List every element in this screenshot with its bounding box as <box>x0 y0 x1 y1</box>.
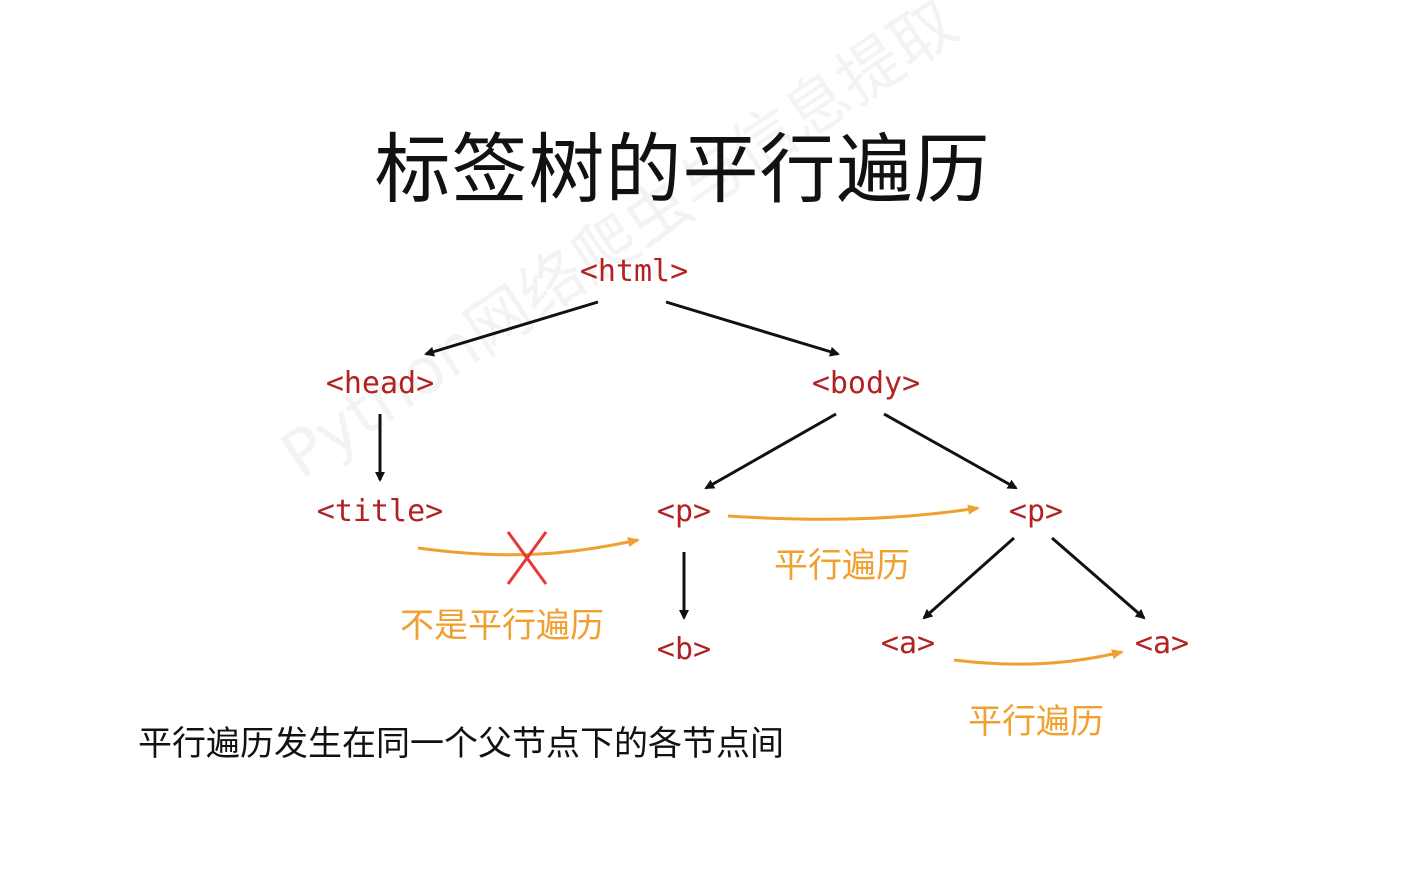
traversal-arrow-p <box>727 504 980 521</box>
caption: 平行遍历发生在同一个父节点下的各节点间 <box>138 724 784 764</box>
traversal-arrow-invalid <box>417 537 640 557</box>
traversal-arrow-a <box>953 649 1124 666</box>
edge-body-p2 <box>883 412 1018 490</box>
node-head: <head> <box>325 366 435 401</box>
edge-body-p1 <box>704 412 837 490</box>
node-a-second: <a> <box>1134 626 1190 661</box>
page-title: 标签树的平行遍历 <box>374 125 991 214</box>
edge-p2-a2 <box>1051 536 1146 620</box>
label-parallel-p: 平行遍历 <box>774 546 910 586</box>
edge-p2-a1 <box>922 536 1015 620</box>
node-p-first: <p> <box>656 494 712 529</box>
label-not-parallel: 不是平行遍历 <box>400 606 604 646</box>
cross-icon <box>506 531 548 585</box>
edge-html-body <box>665 300 840 357</box>
node-body: <body> <box>811 366 921 401</box>
edge-html-head <box>424 300 599 357</box>
node-title: <title> <box>316 494 444 529</box>
label-parallel-a: 平行遍历 <box>968 702 1104 742</box>
node-b: <b> <box>656 632 712 667</box>
node-a-first: <a> <box>880 626 936 661</box>
node-p-second: <p> <box>1008 494 1064 529</box>
node-html: <html> <box>579 254 689 289</box>
